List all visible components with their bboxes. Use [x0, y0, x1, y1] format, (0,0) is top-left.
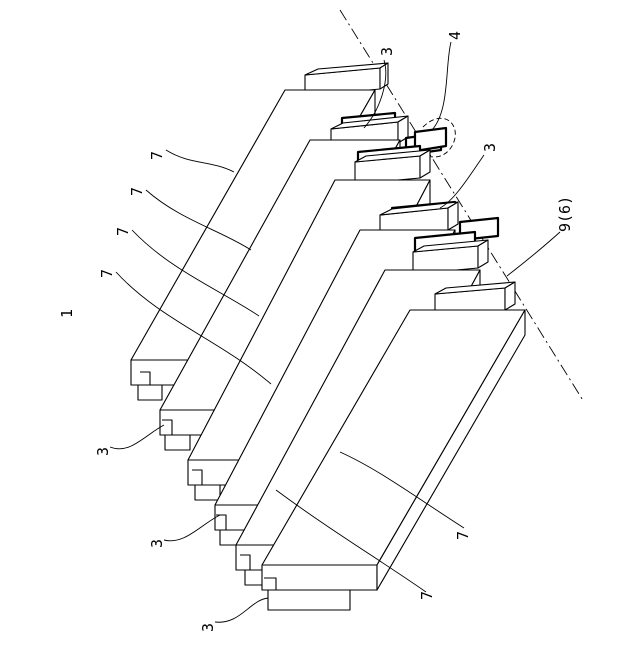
label-bar-c: 7: [114, 227, 132, 236]
leader-3-left-b: [164, 515, 220, 541]
label-bar-e: 7: [454, 531, 472, 540]
label-gap-left-b: 3: [148, 539, 166, 548]
label-connector: 9(6): [556, 196, 574, 232]
leader-4: [432, 42, 451, 130]
leader-9-6: [507, 232, 560, 276]
label-gap-left-c: 3: [199, 623, 217, 632]
label-bar-a: 7: [148, 151, 166, 160]
label-bar-b: 7: [128, 187, 146, 196]
leader-3-left-a: [110, 425, 164, 449]
leader-3-left-c: [215, 598, 268, 622]
label-assembly: 1: [58, 309, 76, 318]
label-bar-d: 7: [98, 269, 116, 278]
label-highlight: 4: [446, 31, 464, 40]
label-gap-left-a: 3: [94, 447, 112, 456]
label-bar-f: 7: [418, 591, 436, 600]
label-gap-mid: 3: [481, 143, 499, 152]
label-gap-top: 3: [378, 47, 396, 56]
leader-7a: [166, 150, 234, 172]
